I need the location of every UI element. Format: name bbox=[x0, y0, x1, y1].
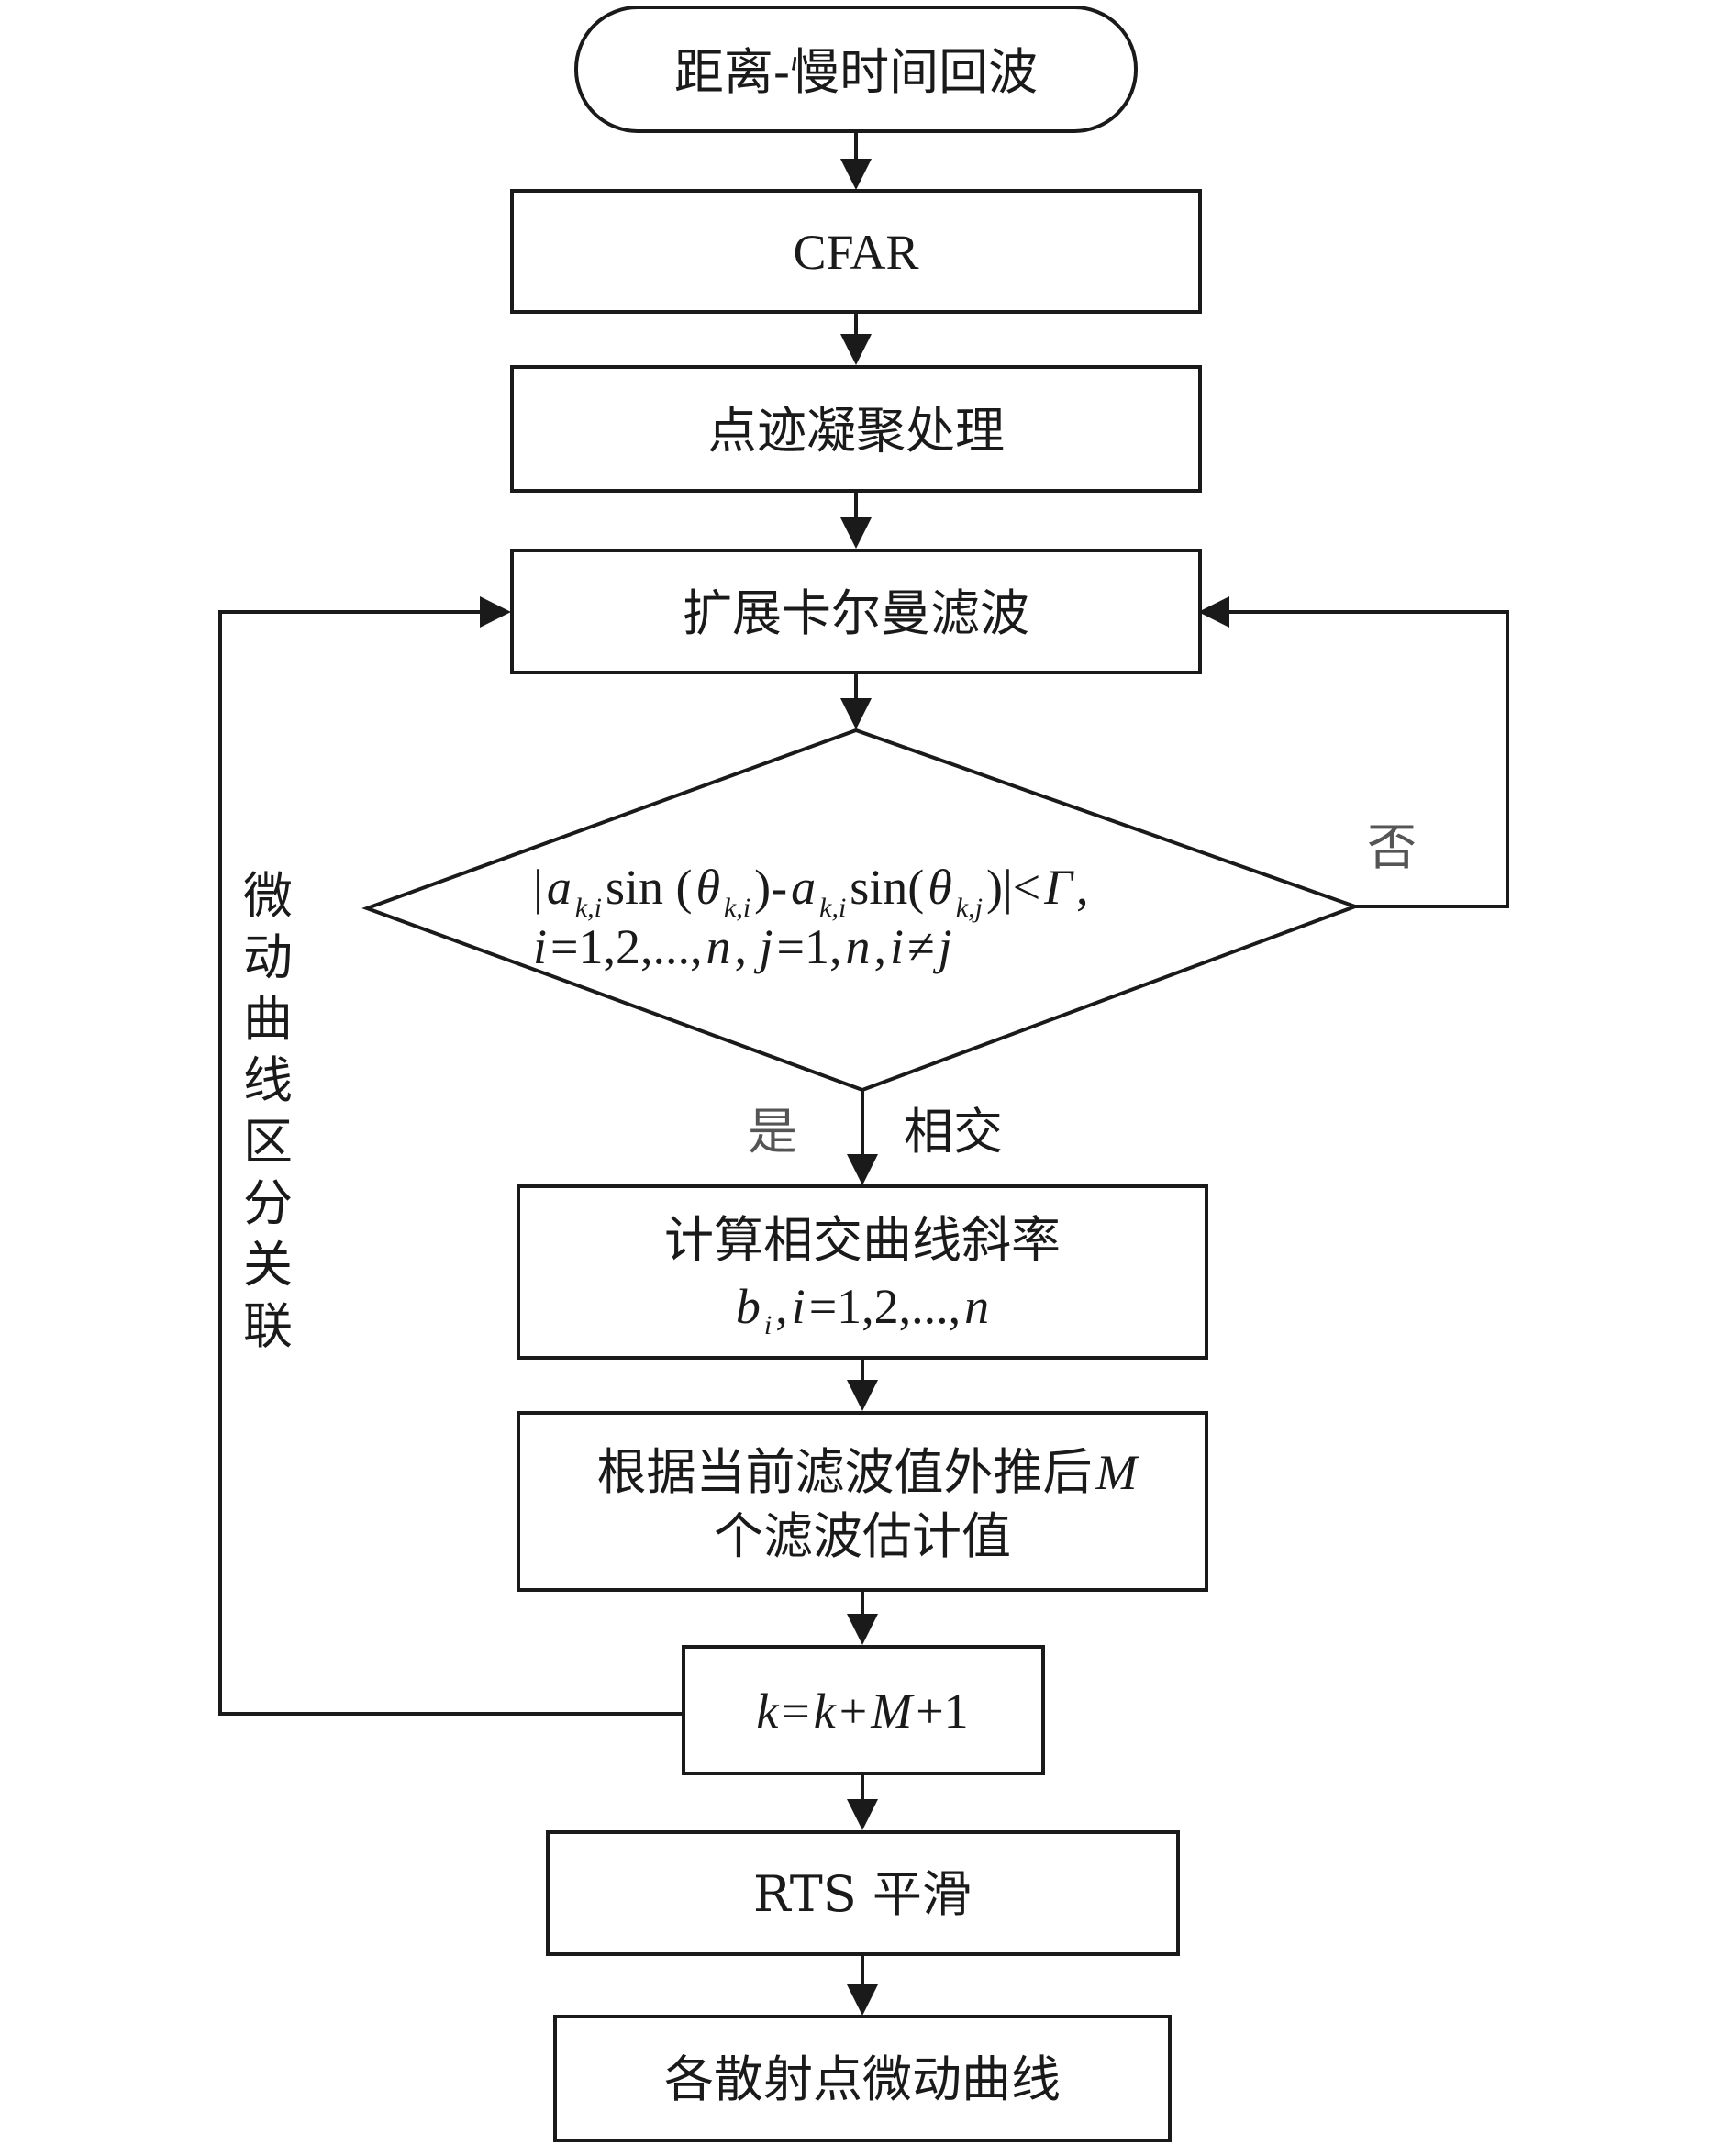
left-loop-char: 微 bbox=[243, 867, 293, 925]
decision-node: | a k,i sin ( θ k,i )- a k,i sin( θ k,j … bbox=[361, 728, 1361, 1093]
rts-box bbox=[546, 1830, 1180, 1956]
arrowhead-decision-slope bbox=[847, 1154, 878, 1185]
arrowhead-rts-end bbox=[847, 1984, 878, 2016]
left-loop-char: 联 bbox=[243, 1297, 293, 1355]
slope-box bbox=[517, 1184, 1208, 1360]
ekf-label: 扩展卡尔曼滤波 bbox=[683, 584, 1029, 642]
decision-condition-line2: i =1,2,..., n , j =1, n , i ≠ j bbox=[533, 919, 952, 974]
left-loop-char: 关 bbox=[243, 1236, 293, 1294]
slope-label: 计算相交曲线斜率 bbox=[664, 1211, 1061, 1269]
arrowhead-left-loop bbox=[480, 596, 511, 628]
slope-node: 计算相交曲线斜率 b i , i =1,2,..., n bbox=[517, 1184, 1208, 1360]
update-node: k = k + M +1 bbox=[682, 1645, 1045, 1775]
cfar-node: CFAR bbox=[510, 189, 1202, 314]
end-label: 各散射点微动曲线 bbox=[664, 2050, 1061, 2108]
rts-node: RTS 平滑 bbox=[546, 1830, 1180, 1956]
intersect-label: 相交 bbox=[904, 1103, 1003, 1161]
clustering-node: 点迹凝聚处理 bbox=[510, 365, 1202, 493]
edge-update-left-loop bbox=[218, 610, 684, 1716]
no-label: 否 bbox=[1367, 818, 1417, 876]
extrapolate-label-line2: 个滤波估计值 bbox=[714, 1507, 1011, 1565]
start-label: 距离-慢时间回波 bbox=[674, 43, 1038, 101]
arrowhead-update-rts bbox=[847, 1799, 878, 1830]
arrowhead-ekf-decision bbox=[840, 698, 872, 729]
left-loop-label: 微 动 曲 线 区 分 关 联 bbox=[243, 867, 293, 1355]
decision-diamond bbox=[361, 728, 1361, 1093]
update-formula: k = k + M +1 bbox=[756, 1684, 968, 1739]
extrapolate-label-line1: 根据当前滤波值外推后 M bbox=[597, 1443, 1140, 1501]
connectors bbox=[218, 131, 1509, 2016]
start-terminator bbox=[574, 6, 1138, 133]
clustering-box bbox=[510, 365, 1202, 493]
arrowhead-clustering-ekf bbox=[840, 517, 872, 549]
decision-condition-line1: | a k,i sin ( θ k,i )- a k,i sin( θ k,j … bbox=[533, 860, 1088, 923]
end-box bbox=[553, 2015, 1172, 2142]
slope-formula: b i , i =1,2,..., n bbox=[736, 1279, 989, 1340]
left-loop-char: 分 bbox=[243, 1174, 293, 1232]
arrowhead-cfar-clustering bbox=[840, 334, 872, 365]
ekf-box bbox=[510, 549, 1202, 674]
left-loop-char: 曲 bbox=[243, 990, 293, 1048]
cfar-box bbox=[510, 189, 1202, 314]
arrowhead-start-cfar bbox=[840, 159, 872, 190]
extrapolate-box bbox=[517, 1411, 1208, 1592]
start-node: 距离-慢时间回波 bbox=[574, 6, 1138, 133]
edge-decision-no-loop bbox=[1226, 610, 1509, 908]
clustering-label: 点迹凝聚处理 bbox=[707, 402, 1005, 460]
update-box bbox=[682, 1645, 1045, 1775]
rts-label: RTS 平滑 bbox=[753, 1865, 972, 1923]
left-loop-char: 区 bbox=[243, 1113, 293, 1171]
arrowhead-extrapolate-update bbox=[847, 1614, 878, 1645]
cfar-label: CFAR bbox=[793, 225, 918, 280]
arrowhead-no-loop bbox=[1198, 596, 1229, 628]
left-loop-char: 动 bbox=[243, 928, 293, 986]
left-loop-char: 线 bbox=[243, 1051, 293, 1109]
yes-label: 是 bbox=[748, 1103, 797, 1161]
extrapolate-node: 根据当前滤波值外推后 M 个滤波估计值 bbox=[517, 1411, 1208, 1592]
end-node: 各散射点微动曲线 bbox=[553, 2015, 1172, 2142]
arrowhead-slope-extrapolate bbox=[847, 1380, 878, 1411]
ekf-node: 扩展卡尔曼滤波 bbox=[510, 549, 1202, 674]
